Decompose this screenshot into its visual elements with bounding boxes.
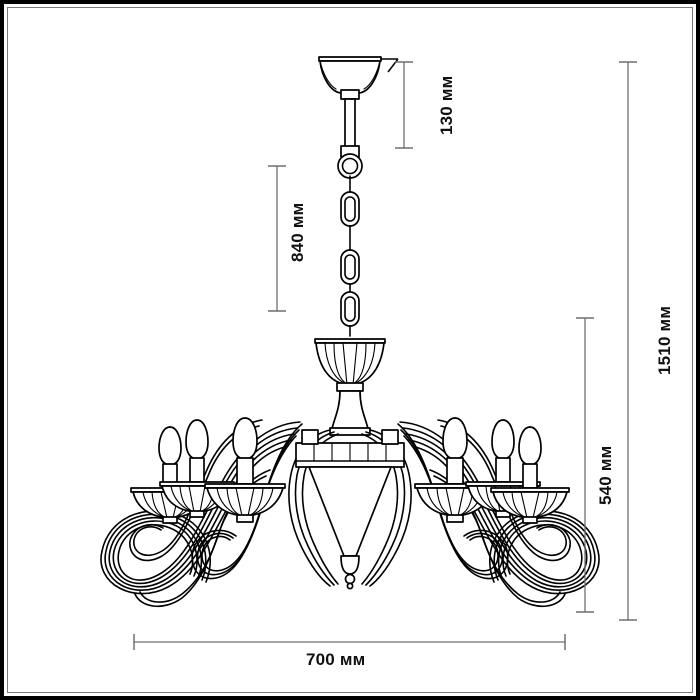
scroll-arm-left-inner: [191, 423, 303, 580]
suspension-rod: [340, 89, 360, 158]
dimension-line-1510: [619, 61, 637, 621]
vase-stem: [329, 382, 371, 436]
leader-canopy: [381, 58, 399, 73]
candle-group-left-3: [204, 417, 286, 523]
hanging-ring: [337, 153, 363, 179]
dimension-line-130: [395, 61, 413, 149]
dimension-label-540: 540 мм: [596, 445, 615, 505]
dimension-label-130: 130 мм: [437, 75, 456, 135]
dimension-line-540: [576, 317, 594, 613]
bottom-finial: [340, 555, 360, 590]
link-chain: [340, 175, 360, 337]
candle-group-center-right: [381, 429, 399, 445]
dimension-line-840: [268, 165, 286, 312]
candle-group-right-1: [490, 426, 570, 524]
dimension-label-700: 700 мм: [306, 650, 366, 669]
ceiling-canopy: [318, 56, 382, 94]
center-hub: [295, 442, 405, 557]
scroll-arm-left-mid: [129, 419, 263, 562]
scroll-arm-right-mid: [437, 419, 571, 562]
fluted-bowl: [314, 338, 386, 386]
candle-group-center-left: [301, 429, 319, 445]
scroll-arm-right-inner: [397, 423, 509, 580]
dimension-line-700: [133, 634, 566, 650]
dimension-label-1510: 1510 мм: [655, 305, 674, 375]
dimension-label-840: 840 мм: [288, 202, 307, 262]
